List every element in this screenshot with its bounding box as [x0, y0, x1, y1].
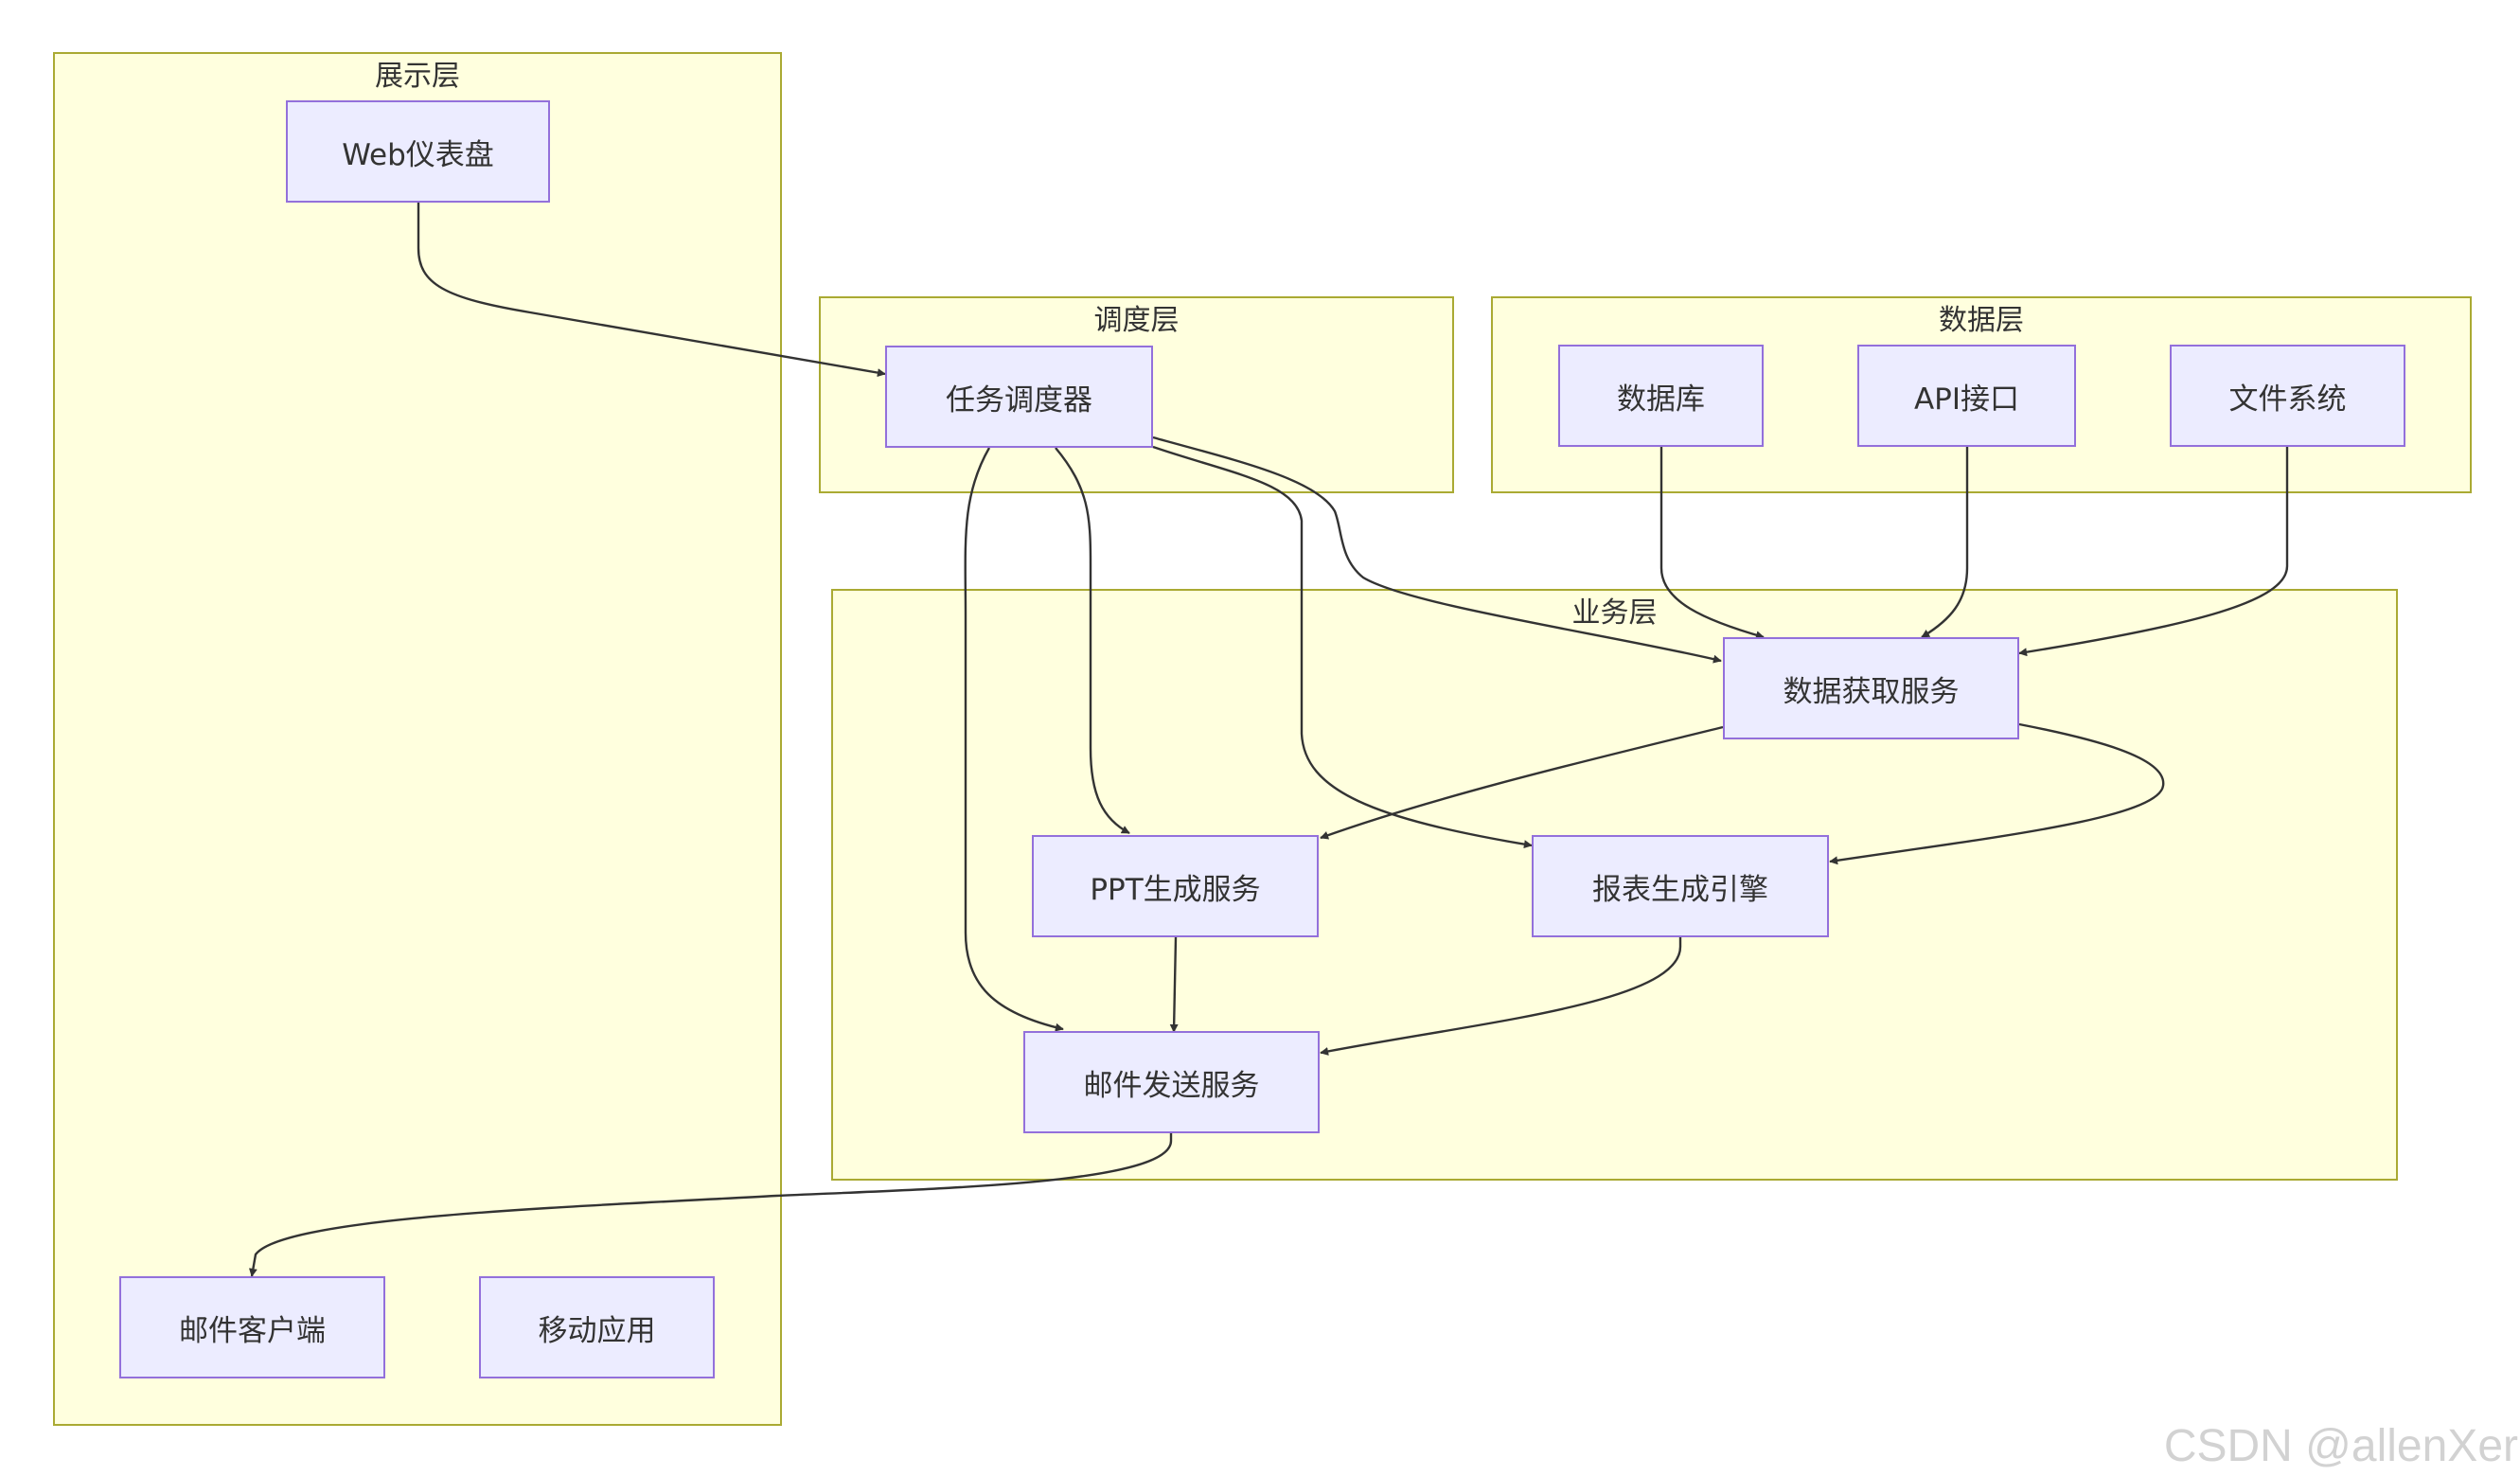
node-task-scheduler: 任务调度器 — [885, 346, 1153, 448]
edge-scheduler-to-ppt — [1055, 447, 1130, 835]
edge-api-to-datafetch — [1921, 447, 1969, 639]
cluster-label-data: 数据层 — [1939, 304, 2024, 337]
edge-datafetch-to-report — [1829, 722, 2165, 865]
node-database: 数据库 — [1558, 345, 1764, 447]
node-ppt-generation-service: PPT生成服务 — [1032, 835, 1319, 937]
edge-web-to-scheduler — [417, 203, 886, 378]
edge-datafetch-to-ppt — [1320, 725, 1724, 840]
edge-scheduler-to-datafetch — [1152, 436, 1722, 664]
edge-ppt-to-mail — [1169, 936, 1179, 1033]
edge-scheduler-to-report — [1152, 445, 1533, 849]
node-mail-client: 邮件客户端 — [119, 1276, 385, 1378]
edge-database-to-datafetch — [1659, 447, 1765, 640]
node-data-fetch-service: 数据获取服务 — [1723, 637, 2019, 739]
edge-mail-to-client — [248, 1133, 1173, 1277]
node-web-dashboard: Web仪表盘 — [286, 100, 550, 203]
node-mail-send-service: 邮件发送服务 — [1023, 1031, 1320, 1133]
cluster-presentation-layer: 展示层 — [53, 52, 782, 1426]
node-report-generation-engine: 报表生成引擎 — [1532, 835, 1829, 937]
node-file-system: 文件系统 — [2170, 345, 2405, 447]
watermark: CSDN @allenXer — [2163, 1421, 2518, 1471]
cluster-label-scheduling: 调度层 — [1093, 304, 1180, 337]
cluster-label-business: 业务层 — [1571, 596, 1658, 630]
edge-filesystem-to-datafetch — [2018, 447, 2289, 657]
edge-report-to-mail — [1320, 937, 1682, 1056]
node-api: API接口 — [1857, 345, 2076, 447]
edge-scheduler-to-mail — [964, 447, 1064, 1032]
node-mobile-app: 移动应用 — [479, 1276, 715, 1378]
cluster-label-presentation: 展示层 — [375, 60, 460, 93]
